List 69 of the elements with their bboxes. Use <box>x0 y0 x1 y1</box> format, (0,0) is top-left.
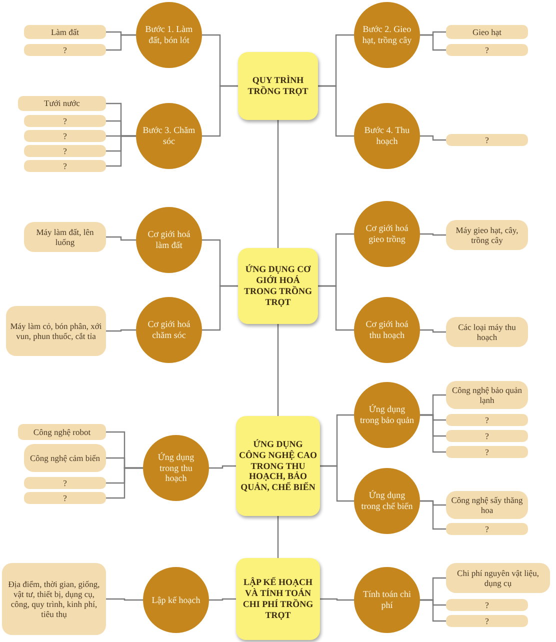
step-circle: Ứng dụng trong thu hoạch <box>143 435 209 501</box>
item-pill: ? <box>446 523 528 535</box>
connector-line <box>320 598 354 601</box>
connector-line <box>106 329 136 332</box>
connector-line <box>106 598 143 601</box>
connector-line <box>420 233 446 236</box>
item-pill: Công nghệ bảo quản lạnh <box>446 381 528 409</box>
step-circle: Lập kế hoạch <box>143 567 209 633</box>
connector-line <box>420 34 446 51</box>
item-pill: Các loại máy thu hoạch <box>446 317 528 347</box>
connector-line <box>209 598 236 601</box>
item-pill: Tưới nước <box>18 96 106 111</box>
item-pill: Công nghệ sấy thăng hoa <box>446 491 528 519</box>
step-circle: Cơ giới hoá thu hoạch <box>354 297 420 363</box>
step-circle: Tính toán chi phí <box>354 567 420 633</box>
topic-box: ỨNG DỤNG CÔNG NGHỆ CAO TRONG THU HOẠCH, BẢO QUẢN, CHẾ BIẾN <box>236 416 320 516</box>
item-pill: ? <box>24 145 106 157</box>
connector-line <box>277 516 279 558</box>
item-pill: ? <box>446 615 528 627</box>
connector-line <box>420 414 446 453</box>
connector-line <box>106 236 136 241</box>
connector-line <box>420 599 446 622</box>
connector-line <box>420 329 446 333</box>
connector-line <box>277 120 279 248</box>
item-pill: ? <box>446 430 528 442</box>
item-pill: ? <box>446 446 528 458</box>
item-pill: ? <box>24 115 106 127</box>
topic-box: QUY TRÌNH TRỒNG TRỌT <box>238 52 318 120</box>
step-circle: Bước 1. Làm đất, bón lót <box>136 2 202 68</box>
item-pill: Gieo hạt <box>446 25 528 39</box>
connector-line <box>420 500 446 530</box>
step-circle: Cơ giới hoá gieo trồng <box>354 201 420 267</box>
connector-line <box>209 465 236 469</box>
connector-line <box>318 85 354 137</box>
item-pill: ? <box>446 44 528 56</box>
item-pill: ? <box>446 414 528 426</box>
connector-line <box>420 135 446 141</box>
connector-line <box>106 34 136 51</box>
item-pill: Máy gieo hạt, cây, trồng cây <box>446 220 528 250</box>
step-circle: Bước 4. Thu hoạch <box>354 103 420 169</box>
connector-line <box>106 135 136 167</box>
item-pill: Máy làm cỏ, bón phân, xới vun, phun thuốc, cắt tỉa <box>6 306 106 356</box>
item-pill: Làm đất <box>24 25 106 39</box>
connector-line <box>277 324 279 416</box>
step-circle: Ứng dụng trong chế biến <box>354 468 420 534</box>
step-circle: Ứng dụng trong bảo quản <box>354 382 420 448</box>
item-pill: ? <box>446 134 528 146</box>
item-pill: Công nghệ robot <box>18 424 106 440</box>
topic-box: ỨNG DỤNG CƠ GIỚI HOÁ TRONG TRỒNG TRỌT <box>238 248 318 324</box>
item-pill: Địa điểm, thời gian, giống, vật tư, thiết bị, dụng cụ, công, quy trình, kinh phí, tiêu thụ <box>2 563 106 635</box>
connector-line <box>202 85 238 137</box>
step-circle: Bước 2. Gieo hạt, trồng cây <box>354 2 420 68</box>
item-pill: ? <box>24 477 106 489</box>
step-circle: Cơ giới hoá chăm sóc <box>136 297 202 363</box>
connector-line <box>320 465 354 502</box>
item-pill: ? <box>446 599 528 611</box>
connector-line <box>106 467 143 499</box>
item-pill: ? <box>24 160 106 172</box>
topic-box: LẬP KẾ HOẠCH VÀ TÍNH TOÁN CHI PHÍ TRỒNG TRỌT <box>236 558 320 640</box>
item-pill: ? <box>24 130 106 142</box>
step-circle: Bước 3. Chăm sóc <box>136 103 202 169</box>
connector-line <box>202 285 238 331</box>
item-pill: Công nghệ cảm biến <box>24 444 106 472</box>
item-pill: ? <box>24 44 106 56</box>
item-pill: Chi phí nguyên vật liệu, dụng cụ <box>446 563 550 593</box>
connector-line <box>318 285 354 331</box>
item-pill: Máy làm đất, lên luống <box>24 222 106 252</box>
step-circle: Cơ giới hoá làm đất <box>136 207 202 273</box>
item-pill: ? <box>24 492 106 504</box>
